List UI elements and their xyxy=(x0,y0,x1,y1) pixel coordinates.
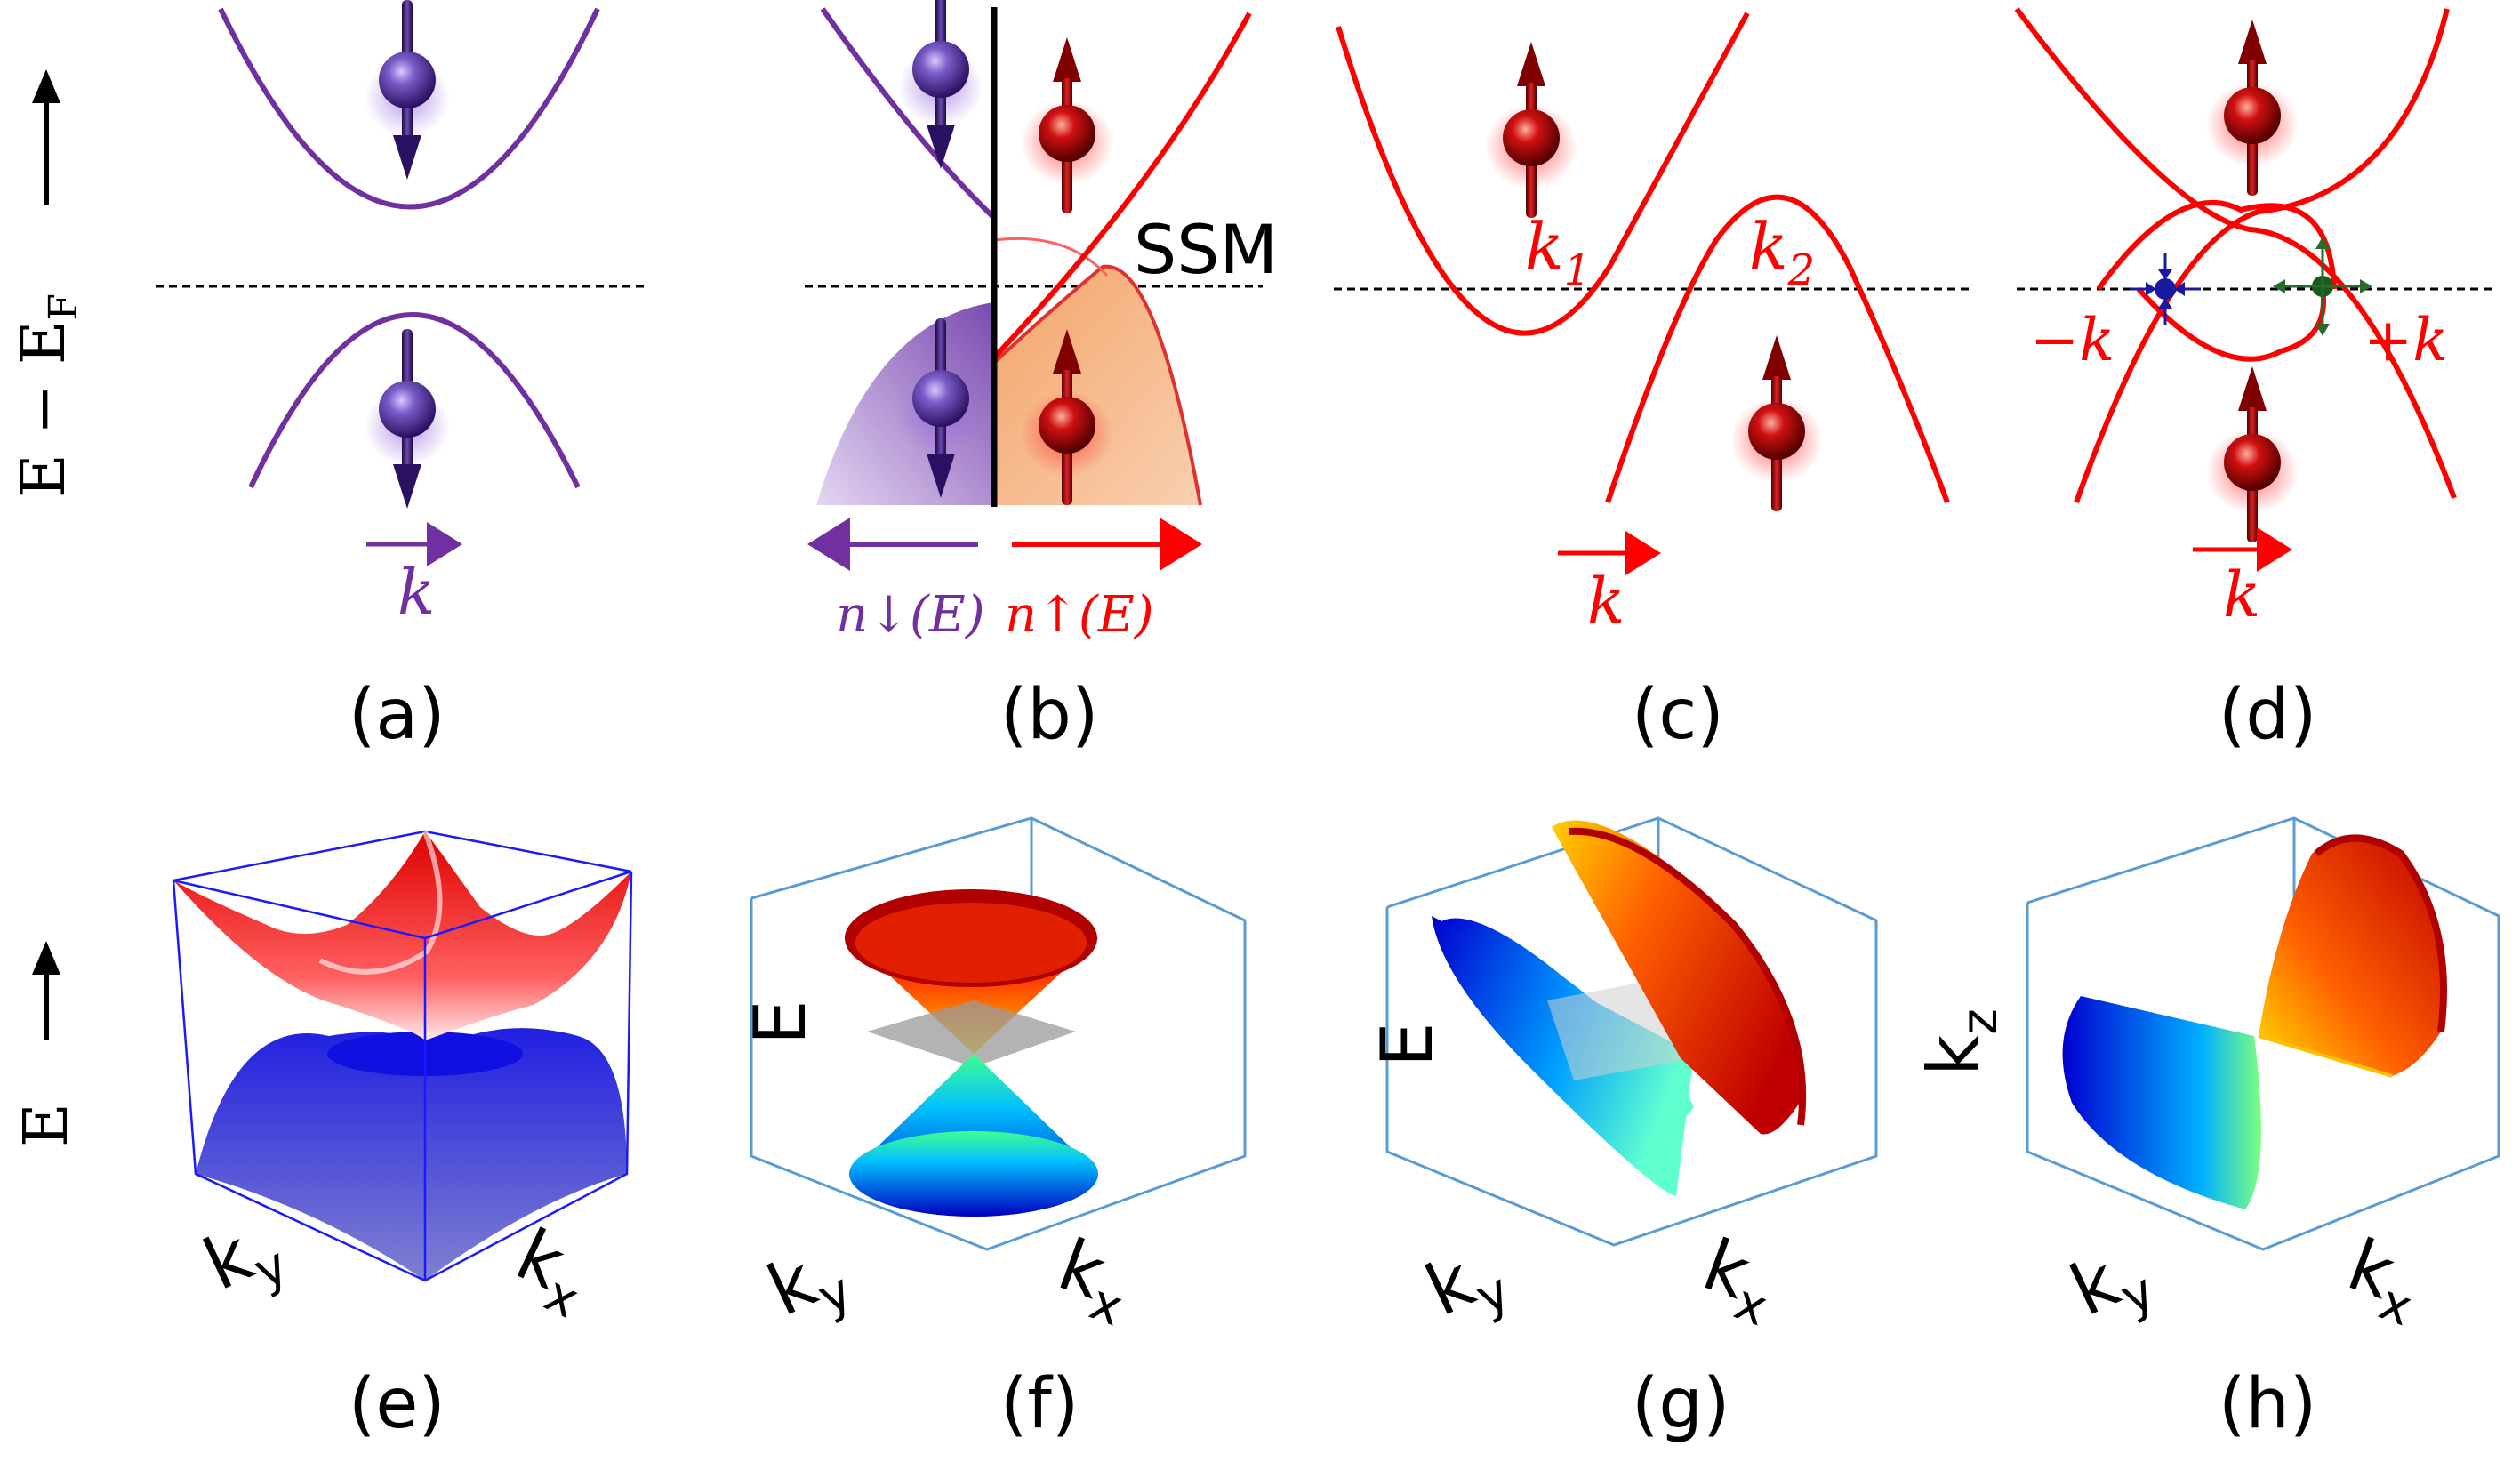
kx-axis-label: kx xyxy=(499,1213,604,1329)
bottom-y-axis-label: E xyxy=(12,1103,82,1147)
panel-a: k (a) xyxy=(156,0,645,755)
kx-axis-label: kx xyxy=(2333,1224,2433,1338)
lower-band-surface xyxy=(196,1028,627,1281)
kz-axis-label: kz xyxy=(1913,1008,2009,1076)
n-up-label: n↑(E) xyxy=(1005,586,1154,644)
spin-down-electron-upper xyxy=(365,0,450,180)
band-curve-right xyxy=(2074,8,2450,504)
conduction-band-curve xyxy=(218,7,600,210)
k-label: k xyxy=(1587,565,1625,638)
kx-axis-label: kx xyxy=(1044,1224,1144,1338)
panel-label-f: (f) xyxy=(1000,1364,1079,1444)
k1-label: k1 xyxy=(1525,209,1591,295)
k-label: k xyxy=(2223,558,2260,631)
panel-label-h: (h) xyxy=(2219,1364,2316,1444)
plus-k-label: +k xyxy=(2364,306,2448,374)
kx-axis-label: kx xyxy=(1689,1224,1788,1338)
spin-down-band-curve xyxy=(820,7,997,221)
dos-spin-up-tip xyxy=(993,237,1109,277)
dos-spin-up-fill xyxy=(994,266,1200,505)
panel-label-g: (g) xyxy=(1632,1364,1729,1444)
panel-f: E ky kx (f) xyxy=(739,816,1247,1444)
ky-axis-label: ky xyxy=(1414,1227,1519,1344)
e-axis-label: E xyxy=(739,1000,822,1045)
valence-band-curve xyxy=(248,312,581,489)
minus-k-label: −k xyxy=(2030,306,2115,374)
panel-label-d: (d) xyxy=(2219,675,2316,755)
ky-axis-label: ky xyxy=(756,1227,861,1344)
spin-up-electron-upper xyxy=(1485,42,1577,218)
band-curve-left xyxy=(2014,7,2457,500)
spin-down-electron-lower xyxy=(365,329,450,509)
e-axis-label: E xyxy=(1366,1022,1449,1067)
panel-label-a: (a) xyxy=(349,675,445,755)
spin-down-electron-upper xyxy=(898,0,983,169)
inner-band-upper xyxy=(2096,200,2337,291)
spin-up-band-curve xyxy=(991,12,1252,360)
lower-band-curve xyxy=(1605,194,1950,504)
panel-label-e: (e) xyxy=(349,1364,445,1444)
lower-tilted-cone xyxy=(1432,916,1694,1196)
panel-d: −k +k k (d) xyxy=(2014,7,2494,755)
upper-tilted-cone xyxy=(1552,820,1805,1135)
panel-label-b: (b) xyxy=(1000,675,1098,755)
dos-spin-up-edge xyxy=(992,264,1202,506)
lower-weyl-cone xyxy=(2062,996,2261,1209)
ssm-label: SSM xyxy=(1134,210,1278,289)
spin-up-electron-lower xyxy=(2206,366,2299,542)
panel-e: ky kx (e) xyxy=(172,830,633,1444)
n-down-label: n↓(E) xyxy=(836,586,985,644)
ky-axis-label: ky xyxy=(192,1201,297,1318)
spin-up-electron-lower xyxy=(1730,335,1823,511)
ky-axis-label: ky xyxy=(2059,1227,2163,1344)
top-y-axis: E − EF xyxy=(9,69,86,498)
k-label: k xyxy=(397,556,435,629)
upper-weyl-cone xyxy=(2259,838,2444,1076)
fermi-plane xyxy=(867,1000,1076,1067)
k2-label: k2 xyxy=(1749,209,1815,295)
weyl-node-minus xyxy=(2130,253,2201,325)
top-y-axis-arrowhead xyxy=(32,69,60,103)
panel-g: E ky kx (g) xyxy=(1366,816,1878,1444)
weyl-node-plus xyxy=(2273,237,2372,336)
panel-label-c: (c) xyxy=(1632,675,1724,755)
top-y-axis-label: E − EF xyxy=(9,293,86,498)
upper-band-surface xyxy=(173,831,631,1040)
panel-h: kz ky kx (h) xyxy=(1913,816,2500,1444)
upper-band-curve xyxy=(1336,12,1750,336)
panel-c: k1 k2 k (c) xyxy=(1334,12,1970,755)
spin-up-electron-upper xyxy=(2206,20,2299,196)
bottom-y-axis-arrowhead xyxy=(32,941,60,975)
spin-up-electron-upper xyxy=(1021,37,1113,213)
inner-band-lower xyxy=(2136,286,2326,362)
bottom-y-axis: E xyxy=(12,941,82,1147)
panel-b: SSM n↓(E) n↑(E) (b) xyxy=(805,0,1278,755)
